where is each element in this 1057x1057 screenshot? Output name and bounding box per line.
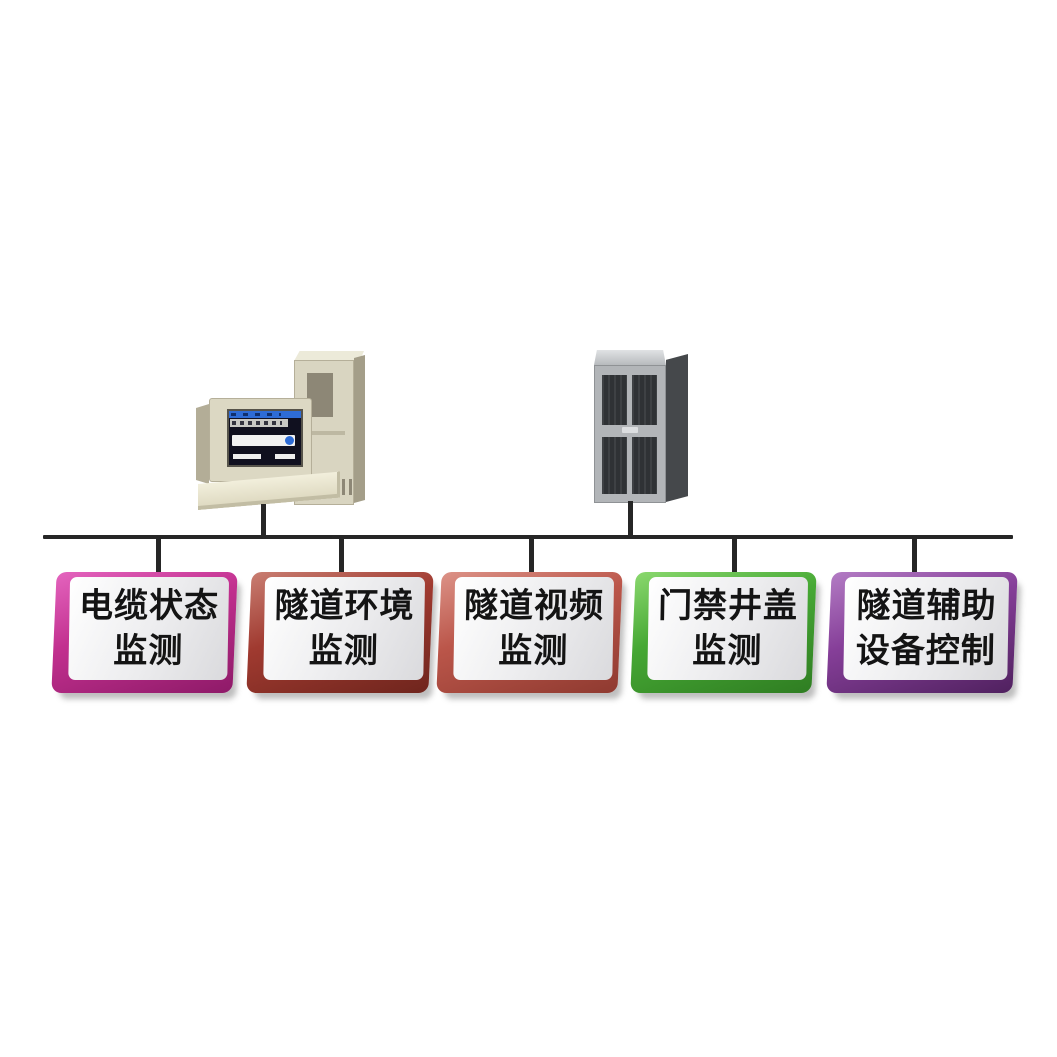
node-panel: 隧道环境 监测 xyxy=(263,577,426,680)
monitor-side xyxy=(196,404,209,484)
connector-access-manhole xyxy=(732,537,737,575)
node-cable-status-monitoring: 电缆状态 监测 xyxy=(51,572,238,693)
screen-field-right xyxy=(275,454,296,459)
screen-blue-dot xyxy=(285,436,295,445)
node-tunnel-auxiliary-equipment-control: 隧道辅助 设备控制 xyxy=(826,572,1018,693)
node-tunnel-video-monitoring: 隧道视频 监测 xyxy=(436,572,623,693)
connector-tunnel-env xyxy=(339,537,344,575)
node-label-line1: 隧道视频 xyxy=(463,587,605,626)
node-access-manhole-monitoring: 门禁井盖 监测 xyxy=(630,572,817,693)
server-cabinet-top xyxy=(594,350,666,365)
node-label-line1: 门禁井盖 xyxy=(657,587,799,626)
screen-dialog-bar xyxy=(231,435,296,446)
connector-cable-status xyxy=(156,537,161,575)
screen-toolbar xyxy=(230,419,288,427)
node-panel: 门禁井盖 监测 xyxy=(647,577,809,680)
server-door-panel xyxy=(602,375,627,425)
screen-field-left xyxy=(233,454,261,459)
node-panel: 隧道辅助 设备控制 xyxy=(843,577,1010,680)
server-door-panel xyxy=(632,437,657,494)
server-door-panel xyxy=(602,437,627,494)
node-label-line1: 隧道辅助 xyxy=(856,587,997,626)
connector-server xyxy=(628,501,633,537)
node-label-line2: 监测 xyxy=(308,631,380,670)
connector-tunnel-video xyxy=(529,537,534,575)
computer-tower-side xyxy=(354,355,365,503)
computer-monitor xyxy=(209,398,312,482)
computer-tower-top xyxy=(294,351,364,361)
screen-titlebar xyxy=(229,411,301,418)
node-label-line2: 监测 xyxy=(497,631,569,670)
connector-aux-control xyxy=(912,537,917,575)
server-door-panel xyxy=(632,375,657,425)
node-panel: 隧道视频 监测 xyxy=(453,577,615,680)
server-cabinet-front xyxy=(594,365,666,503)
monitor-screen xyxy=(227,409,303,467)
node-label-line1: 隧道环境 xyxy=(274,587,415,626)
node-label-line2: 监测 xyxy=(112,631,184,670)
node-tunnel-environment-monitoring: 隧道环境 监测 xyxy=(246,572,434,693)
node-label-line2: 监测 xyxy=(691,631,763,670)
node-label-line1: 电缆状态 xyxy=(78,587,220,626)
node-label-line2: 设备控制 xyxy=(855,631,997,670)
server-nameplate xyxy=(622,427,638,433)
server-cabinet-side xyxy=(666,354,688,502)
tower-groove xyxy=(305,431,345,435)
connector-workstation xyxy=(261,504,266,537)
node-panel: 电缆状态 监测 xyxy=(68,577,230,680)
network-bus-line xyxy=(43,535,1013,539)
